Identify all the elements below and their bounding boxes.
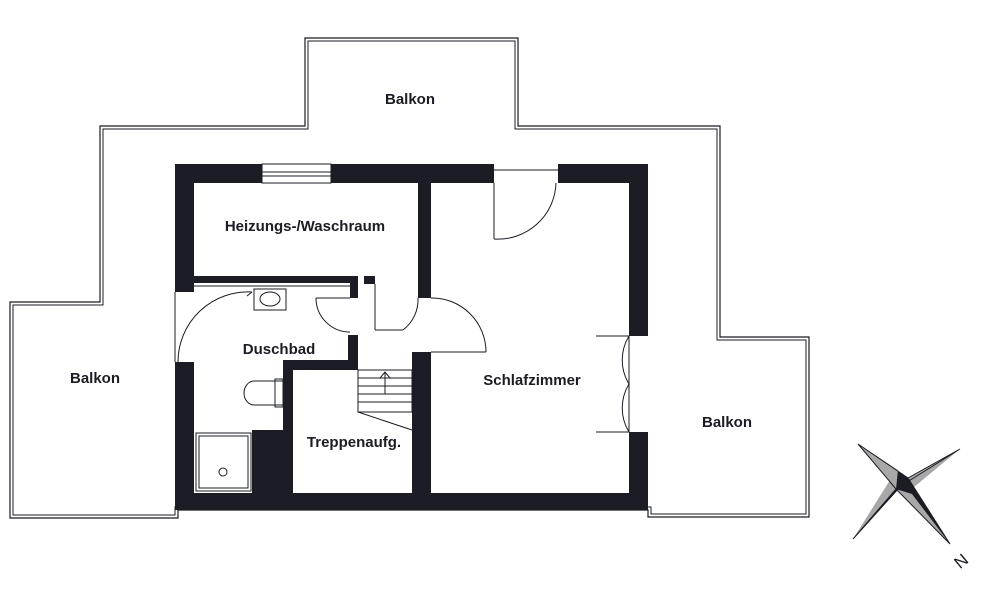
windows bbox=[174, 163, 630, 432]
label-duschbad: Duschbad bbox=[243, 341, 316, 358]
shower-tray bbox=[195, 432, 252, 492]
compass-rose: N bbox=[852, 443, 973, 573]
sink bbox=[253, 288, 287, 311]
label-schlafzimmer: Schlafzimmer bbox=[483, 372, 581, 389]
label-balkon-right: Balkon bbox=[702, 414, 752, 431]
label-heizungs-waschraum: Heizungs-/Waschraum bbox=[225, 218, 385, 235]
toilet bbox=[243, 380, 283, 406]
staircase bbox=[357, 369, 413, 431]
label-treppenaufg: Treppenaufg. bbox=[307, 434, 401, 451]
label-balkon-left: Balkon bbox=[70, 370, 120, 387]
label-balkon-top: Balkon bbox=[385, 91, 435, 108]
sanitary-fixtures bbox=[195, 288, 287, 492]
compass-north-label: N bbox=[951, 550, 973, 572]
doors bbox=[177, 182, 630, 433]
balcony-outline bbox=[9, 37, 810, 519]
walls bbox=[175, 164, 648, 510]
compass-icon bbox=[852, 443, 961, 545]
room-labels: Balkon Heizungs-/Waschraum Duschbad Schl… bbox=[70, 91, 752, 451]
